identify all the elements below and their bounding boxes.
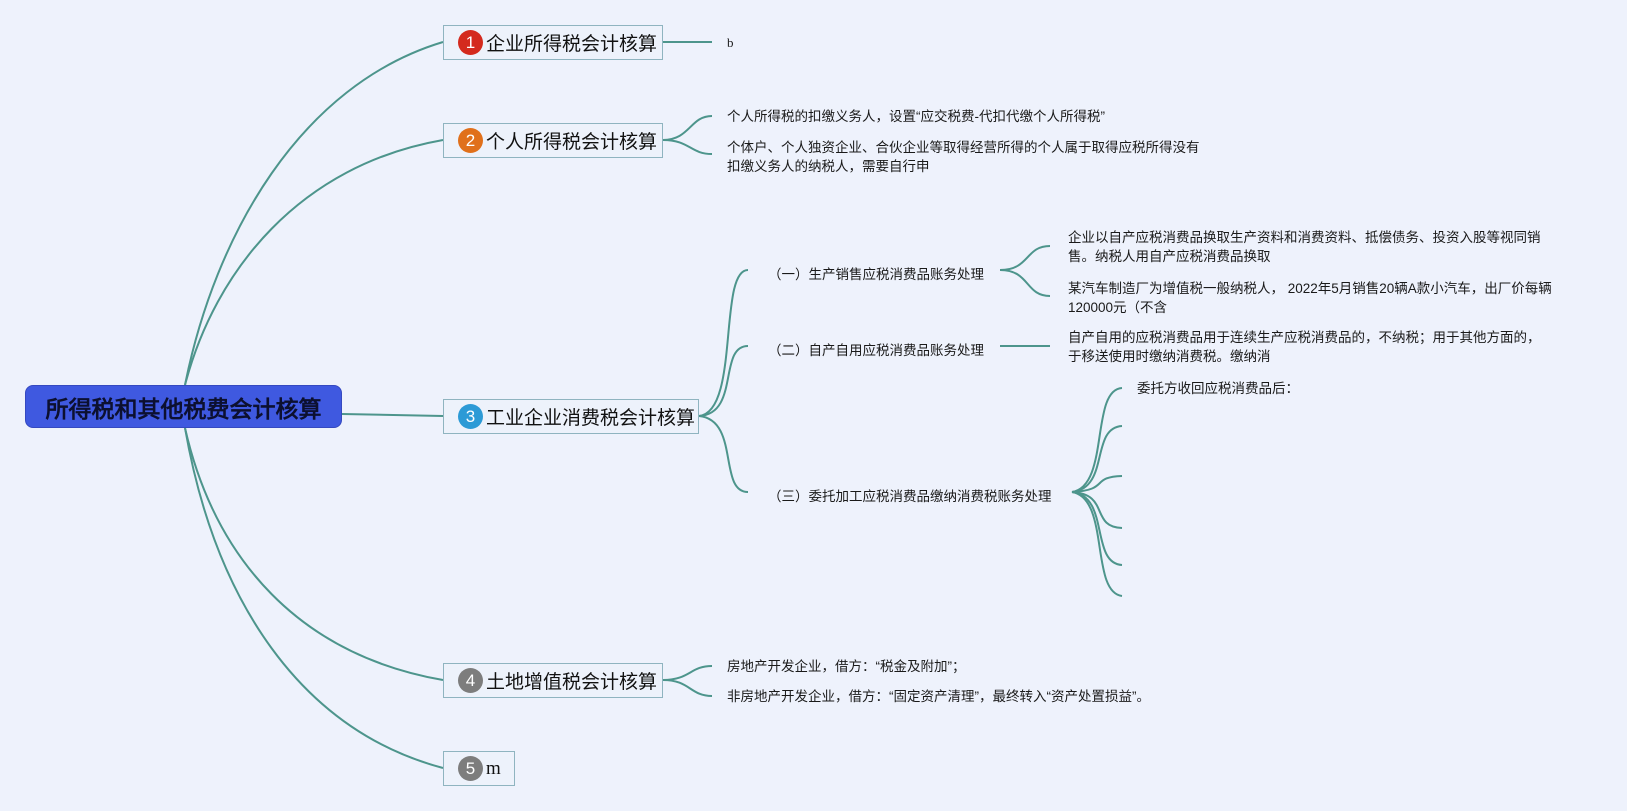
connector-sub-3-leaf-1 [1071,387,1123,493]
topic-4-leaf-1[interactable]: 房地产开发企业，借方：“税金及附加”； [727,659,966,674]
topic-2-label: 个人所得税会计核算 [486,132,658,153]
topic-3-label: 工业企业消费税会计核算 [486,408,696,429]
connector-sub-3-stub-5 [1071,491,1123,597]
root-topic-label: 所得税和其他税费会计核算 [45,395,322,422]
number-badge-2: 2 [458,128,483,153]
subtopic-2[interactable]: （二）自产自用应税消费品账务处理 [768,343,984,358]
subtopic-1-leaf-1[interactable]: 企业以自产应税消费品换取生产资料和消费资料、抵偿债务、投资入股等视同销 售。纳税… [1068,228,1541,266]
subtopic-1-leaf-2-line-2: 120000元（不含 [1068,300,1168,315]
connector-root-topic-1 [184,41,444,386]
number-badge-1: 1 [458,30,483,55]
number-badge-3: 3 [458,404,483,429]
connector-root-topic-2 [184,139,444,386]
subtopic-1-leaf-2-line-1: 某汽车制造厂为增值税一般纳税人， 2022年5月销售20辆A款小汽车，出厂价每辆 [1068,281,1552,296]
root-topic[interactable]: 所得税和其他税费会计核算 [25,385,342,428]
connector-topic-3-sub-1 [698,269,749,417]
topic-1-leaf-1[interactable]: b [727,35,734,50]
subtopic-1[interactable]: （一）生产销售应税消费品账务处理 [768,267,984,282]
topic-2[interactable]: 2 个人所得税会计核算 [443,123,663,158]
subtopic-1-leaf-1-line-1: 企业以自产应税消费品换取生产资料和消费资料、抵偿债务、投资入股等视同销 [1068,230,1541,245]
subtopic-2-leaf-1[interactable]: 自产自用的应税消费品用于连续生产应税消费品的，不纳税；用于其他方面的， 于移送使… [1068,328,1541,366]
topic-4-leaf-2[interactable]: 非房地产开发企业，借方：“固定资产清理”，最终转入“资产处置损益”。 [727,689,1150,704]
connector-topic-2-leaf-1 [662,115,713,141]
connector-sub-1-leaf-2 [999,269,1051,297]
topic-5[interactable]: 5 m [443,751,515,786]
connector-topic-4-leaf-2 [662,679,713,697]
connector-root-topic-4 [184,427,444,681]
topic-2-leaf-2-line-1: 个体户、个人独资企业、合伙企业等取得经营所得的个人属于取得应税所得没有 [727,140,1200,155]
subtopic-1-leaf-2[interactable]: 某汽车制造厂为增值税一般纳税人， 2022年5月销售20辆A款小汽车，出厂价每辆… [1068,279,1552,317]
connector-sub-3-stub-2 [1071,475,1123,493]
topic-4[interactable]: 4 土地增值税会计核算 [443,663,663,698]
connector-root-topic-5 [184,427,444,769]
topic-2-leaf-2[interactable]: 个体户、个人独资企业、合伙企业等取得经营所得的个人属于取得应税所得没有 扣缴义务… [727,138,1200,176]
subtopic-3-leaf-1[interactable]: 委托方收回应税消费品后： [1137,381,1299,396]
connector-topic-3-sub-3 [698,415,749,493]
topic-2-leaf-2-line-2: 扣缴义务人的纳税人，需要自行申 [727,159,930,174]
number-badge-5: 5 [458,756,483,781]
topic-2-leaf-1[interactable]: 个人所得税的扣缴义务人，设置“应交税费-代扣代缴个人所得税” [727,109,1105,124]
topic-4-label: 土地增值税会计核算 [486,672,658,693]
topic-3[interactable]: 3 工业企业消费税会计核算 [443,399,699,434]
number-badge-4: 4 [458,668,483,693]
topic-1[interactable]: 1 企业所得税会计核算 [443,25,663,60]
connector-sub-3-stub-1 [1071,425,1123,493]
subtopic-2-leaf-1-line-2: 于移送使用时缴纳消费税。缴纳消 [1068,349,1271,364]
connector-root-topic-3 [341,413,444,417]
subtopic-1-leaf-1-line-2: 售。纳税人用自产应税消费品换取 [1068,249,1271,264]
topic-5-label: m [486,757,501,779]
connector-topic-3-sub-2 [698,345,749,417]
subtopic-2-leaf-1-line-1: 自产自用的应税消费品用于连续生产应税消费品的，不纳税；用于其他方面的， [1068,330,1541,345]
connector-topic-2-leaf-2 [662,139,713,155]
subtopic-3[interactable]: （三）委托加工应税消费品缴纳消费税账务处理 [768,489,1052,504]
topic-1-label: 企业所得税会计核算 [486,34,658,55]
connector-sub-3-stub-3 [1071,491,1123,529]
connector-sub-1-leaf-1 [999,245,1051,271]
connector-topic-4-leaf-1 [662,665,713,681]
